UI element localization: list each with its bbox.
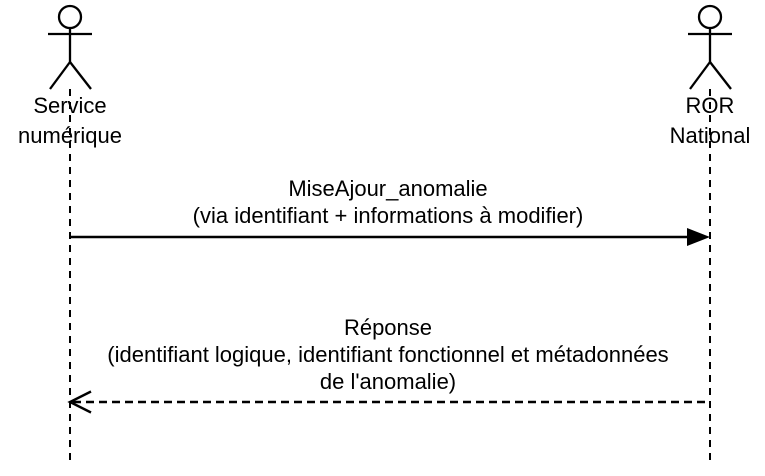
message-arrow-miseajour-anomalie xyxy=(70,228,710,246)
person-icon-ror-national xyxy=(688,4,732,90)
actor-leg-right xyxy=(69,61,92,90)
actor-leg-left xyxy=(689,61,711,90)
message-label-miseajour-anomalie: MiseAjour_anomalie (via identifiant + in… xyxy=(88,175,688,229)
actor-leg-left xyxy=(49,61,71,90)
actor-label-line: Service xyxy=(33,93,107,118)
message-name: MiseAjour_anomalie xyxy=(288,176,488,201)
arrowhead-open-icon xyxy=(67,390,92,414)
message-label-reponse: Réponse (identifiant logique, identifian… xyxy=(38,314,738,395)
actor-head xyxy=(57,4,83,30)
actor-head xyxy=(697,4,723,30)
actor-label-line: ROR xyxy=(685,93,735,118)
actor-label-line: National xyxy=(669,123,751,148)
message-name: Réponse xyxy=(343,315,433,340)
actor-label-service-numerique: Service numérique xyxy=(0,91,140,151)
message-arrow-reponse xyxy=(67,390,710,414)
actor-label-ror-national: ROR National xyxy=(640,91,765,151)
actor-label-line: numérique xyxy=(18,123,122,148)
message-detail: de l'anomalie) xyxy=(319,369,457,394)
message-detail: (identifiant logique, identifiant foncti… xyxy=(107,342,669,367)
person-icon-service-numerique xyxy=(48,4,92,90)
message-detail: (via identifiant + informations à modifi… xyxy=(192,203,584,228)
actor-leg-right xyxy=(709,61,732,90)
arrowhead-filled-icon xyxy=(687,228,710,246)
